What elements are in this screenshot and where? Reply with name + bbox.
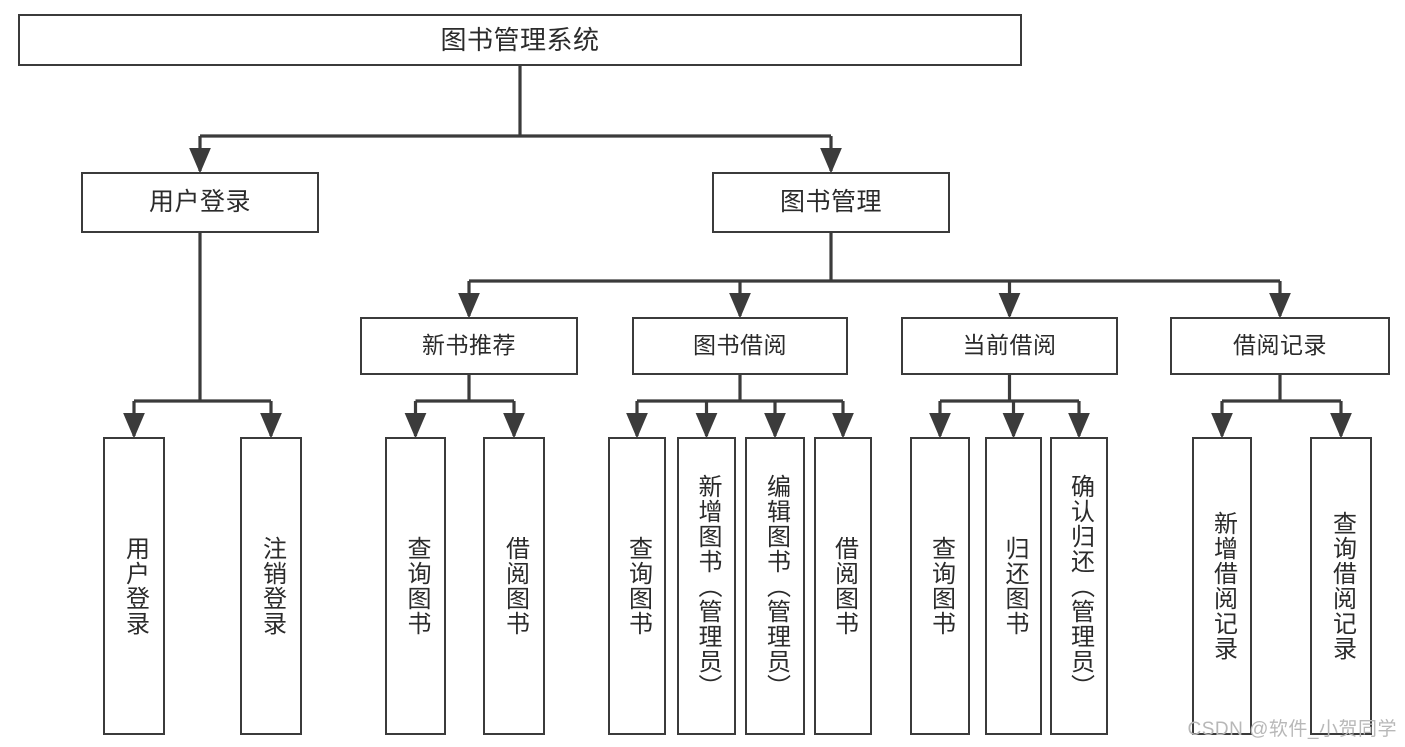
node-root[interactable]: 图书管理系统 (18, 14, 1022, 66)
node-label: 借阅记录 (1233, 332, 1327, 359)
node-label: 查询图书 (402, 536, 430, 636)
node-book-manage[interactable]: 图书管理 (712, 172, 950, 233)
node-leaf-return-book[interactable]: 归还图书 (985, 437, 1042, 735)
node-leaf-query-borrow-record[interactable]: 查询借阅记录 (1310, 437, 1372, 735)
node-leaf-add-book-admin[interactable]: 新增图书（管理员） (677, 437, 736, 735)
node-book-borrow[interactable]: 图书借阅 (632, 317, 848, 375)
node-label: 用户登录 (148, 187, 251, 216)
node-borrow-record[interactable]: 借阅记录 (1170, 317, 1390, 375)
node-label: 用户登录 (121, 536, 149, 636)
node-label: 注销登录 (258, 536, 286, 636)
node-leaf-confirm-return-admin[interactable]: 确认归还（管理员） (1050, 437, 1108, 735)
node-label: 新增图书（管理员） (693, 473, 721, 699)
watermark: CSDN @软件_小贺同学 (1187, 719, 1397, 740)
node-label: 查询图书 (927, 536, 955, 636)
node-label: 查询借阅记录 (1328, 511, 1356, 661)
node-current-borrow[interactable]: 当前借阅 (901, 317, 1118, 375)
node-leaf-query-book-1[interactable]: 查询图书 (385, 437, 446, 735)
node-new-book-recommend[interactable]: 新书推荐 (360, 317, 578, 375)
node-label: 借阅图书 (830, 536, 858, 636)
node-label: 当前借阅 (962, 332, 1057, 359)
node-leaf-borrow-book-2[interactable]: 借阅图书 (814, 437, 872, 735)
node-label: 图书借阅 (693, 332, 787, 359)
node-label: 编辑图书（管理员） (762, 473, 790, 699)
node-label: 查询图书 (624, 536, 652, 636)
node-leaf-edit-book-admin[interactable]: 编辑图书（管理员） (745, 437, 805, 735)
node-label: 新增借阅记录 (1209, 511, 1237, 661)
node-label: 新书推荐 (422, 332, 516, 359)
node-label: 图书管理 (779, 187, 882, 216)
node-leaf-borrow-book-1[interactable]: 借阅图书 (483, 437, 545, 735)
node-leaf-user-login[interactable]: 用户登录 (103, 437, 165, 735)
node-user-login[interactable]: 用户登录 (81, 172, 319, 233)
node-leaf-query-book-3[interactable]: 查询图书 (910, 437, 970, 735)
node-label: 归还图书 (1000, 536, 1028, 636)
node-label: 确认归还（管理员） (1066, 473, 1094, 699)
node-leaf-logout[interactable]: 注销登录 (240, 437, 302, 735)
node-label: 图书管理系统 (440, 24, 600, 55)
node-label: 借阅图书 (501, 536, 529, 636)
node-leaf-add-borrow-record[interactable]: 新增借阅记录 (1192, 437, 1252, 735)
node-leaf-query-book-2[interactable]: 查询图书 (608, 437, 666, 735)
